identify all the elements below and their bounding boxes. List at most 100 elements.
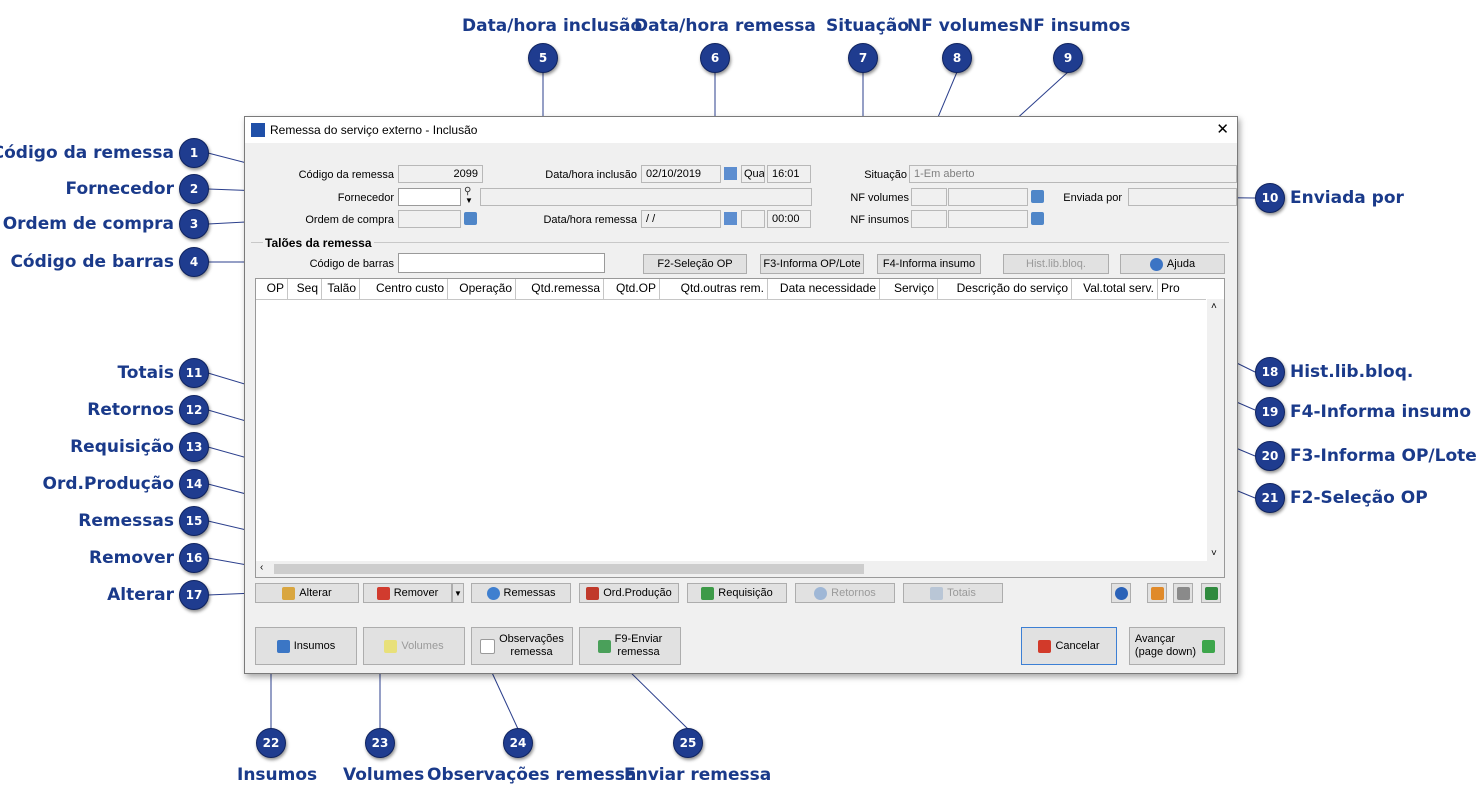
grid-header: OP Seq Talão Centro custo Operação Qtd.r… xyxy=(256,279,1206,300)
avancar-button[interactable]: Avançar(page down) xyxy=(1129,627,1225,665)
badge-6: 6 xyxy=(700,43,730,73)
callout-ord-producao: Ord.Produção xyxy=(42,474,174,494)
badge-22: 22 xyxy=(256,728,286,758)
data-inclusao-field[interactable]: 02/10/2019 xyxy=(641,165,721,183)
col-operacao[interactable]: Operação xyxy=(448,279,516,299)
col-qtd-outras-rem[interactable]: Qtd.outras rem. xyxy=(660,279,768,299)
excel-button[interactable] xyxy=(1201,583,1221,603)
col-val-total-serv[interactable]: Val.total serv. xyxy=(1072,279,1158,299)
nf-insumos-numero-field[interactable] xyxy=(948,210,1028,228)
hora-inclusao-field[interactable]: 16:01 xyxy=(767,165,811,183)
data-remessa-field[interactable]: / / xyxy=(641,210,721,228)
dia-semana-remessa-field xyxy=(741,210,765,228)
nf-volumes-search-icon[interactable] xyxy=(1031,190,1044,203)
calendar-icon[interactable] xyxy=(724,167,737,180)
callout-enviada-por: Enviada por xyxy=(1290,188,1404,208)
insumos-button[interactable]: Insumos xyxy=(255,627,357,665)
scroll-thumb[interactable] xyxy=(274,564,864,574)
enviada-por-field[interactable] xyxy=(1128,188,1237,206)
chevron-down-icon[interactable]: ▼ xyxy=(465,196,473,205)
badge-12: 12 xyxy=(179,395,209,425)
info-button[interactable] xyxy=(1111,583,1131,603)
col-op[interactable]: OP xyxy=(256,279,288,299)
nf-volumes-serie-field[interactable] xyxy=(911,188,947,206)
nf-volumes-numero-field[interactable] xyxy=(948,188,1028,206)
horizontal-scrollbar[interactable]: ‹ xyxy=(256,561,1224,577)
alterar-button[interactable]: Alterar xyxy=(255,583,359,603)
f3-informa-op-lote-button[interactable]: F3-Informa OP/Lote xyxy=(760,254,864,274)
vertical-scrollbar[interactable]: ˄ ˅ xyxy=(1207,299,1224,561)
ord-producao-button[interactable]: Ord.Produção xyxy=(579,583,679,603)
col-centro-custo[interactable]: Centro custo xyxy=(360,279,448,299)
arrow-right-icon xyxy=(1202,639,1216,653)
requisicao-button[interactable]: Requisição xyxy=(687,583,787,603)
col-descricao-servico[interactable]: Descrição do serviço xyxy=(938,279,1072,299)
callout-remessas: Remessas xyxy=(78,511,174,531)
section-title: Talões da remessa xyxy=(263,236,374,250)
scroll-left-icon[interactable]: ‹ xyxy=(260,562,264,573)
close-icon[interactable]: ✕ xyxy=(1216,121,1229,138)
callout-f3-informa-op-lote: F3-Informa OP/Lote xyxy=(1290,446,1476,466)
hora-remessa-field[interactable]: 00:00 xyxy=(767,210,811,228)
nf-insumos-serie-field[interactable] xyxy=(911,210,947,228)
retornos-icon xyxy=(814,586,828,600)
volumes-button[interactable]: Volumes xyxy=(363,627,465,665)
link-button[interactable] xyxy=(1173,583,1193,603)
remover-dropdown-icon[interactable]: ▼ xyxy=(452,583,464,603)
badge-4: 4 xyxy=(179,247,209,277)
cancelar-button[interactable]: Cancelar xyxy=(1021,627,1117,665)
taloes-grid[interactable]: OP Seq Talão Centro custo Operação Qtd.r… xyxy=(255,278,1225,578)
scroll-down-icon[interactable]: ˅ xyxy=(1211,548,1217,559)
col-seq[interactable]: Seq xyxy=(288,279,322,299)
avancar-label-2: (page down) xyxy=(1134,646,1197,658)
calendar-remessa-icon[interactable] xyxy=(724,212,737,225)
f4-informa-insumo-button[interactable]: F4-Informa insumo xyxy=(877,254,981,274)
codigo-barras-field[interactable] xyxy=(398,253,605,273)
nf-insumos-search-icon[interactable] xyxy=(1031,212,1044,225)
col-servico[interactable]: Serviço xyxy=(880,279,938,299)
retornos-button[interactable]: Retornos xyxy=(795,583,895,603)
ord-producao-icon xyxy=(586,586,600,600)
totais-button[interactable]: Totais xyxy=(903,583,1003,603)
callout-f4-informa-insumo: F4-Informa insumo xyxy=(1290,402,1472,422)
obs-label-1: Observações xyxy=(499,633,564,645)
f2-selecao-op-button[interactable]: F2-Seleção OP xyxy=(643,254,747,274)
report-button[interactable] xyxy=(1147,583,1167,603)
col-talao[interactable]: Talão xyxy=(322,279,360,299)
col-data-necessidade[interactable]: Data necessidade xyxy=(768,279,880,299)
callout-volumes: Volumes xyxy=(343,765,425,785)
situacao-field[interactable]: 1-Em aberto xyxy=(909,165,1237,183)
edit-icon xyxy=(282,586,296,600)
codigo-remessa-field[interactable]: 2099 xyxy=(398,165,483,183)
ordem-compra-search-icon[interactable] xyxy=(464,212,477,225)
badge-20: 20 xyxy=(1255,441,1285,471)
badge-8: 8 xyxy=(942,43,972,73)
scroll-up-icon[interactable]: ˄ xyxy=(1211,301,1217,312)
badge-17: 17 xyxy=(179,580,209,610)
retornos-label: Retornos xyxy=(831,587,876,599)
fornecedor-nome-field xyxy=(480,188,812,206)
callout-nf-volumes: NF volumes xyxy=(907,16,1019,36)
callout-alterar: Alterar xyxy=(107,585,174,605)
report-icon xyxy=(1150,586,1164,600)
badge-14: 14 xyxy=(179,469,209,499)
col-qtd-op[interactable]: Qtd.OP xyxy=(604,279,660,299)
info-icon xyxy=(1114,586,1128,600)
remover-button[interactable]: Remover xyxy=(363,583,452,603)
fornecedor-field[interactable] xyxy=(398,188,461,206)
remessas-button[interactable]: Remessas xyxy=(471,583,571,603)
badge-1: 1 xyxy=(179,138,209,168)
ajuda-button[interactable]: Ajuda xyxy=(1120,254,1225,274)
remove-icon xyxy=(376,586,390,600)
requisicao-icon xyxy=(701,586,715,600)
badge-16: 16 xyxy=(179,543,209,573)
callout-f2-selecao-op: F2-Seleção OP xyxy=(1290,488,1428,508)
callout-fornecedor: Fornecedor xyxy=(65,179,174,199)
ordem-compra-field[interactable] xyxy=(398,210,461,228)
hist-lib-bloq-button[interactable]: Hist.lib.bloq. xyxy=(1003,254,1109,274)
col-qtd-remessa[interactable]: Qtd.remessa xyxy=(516,279,604,299)
col-pro[interactable]: Pro xyxy=(1161,281,1180,295)
search-icon[interactable]: ⚲ xyxy=(464,186,472,197)
